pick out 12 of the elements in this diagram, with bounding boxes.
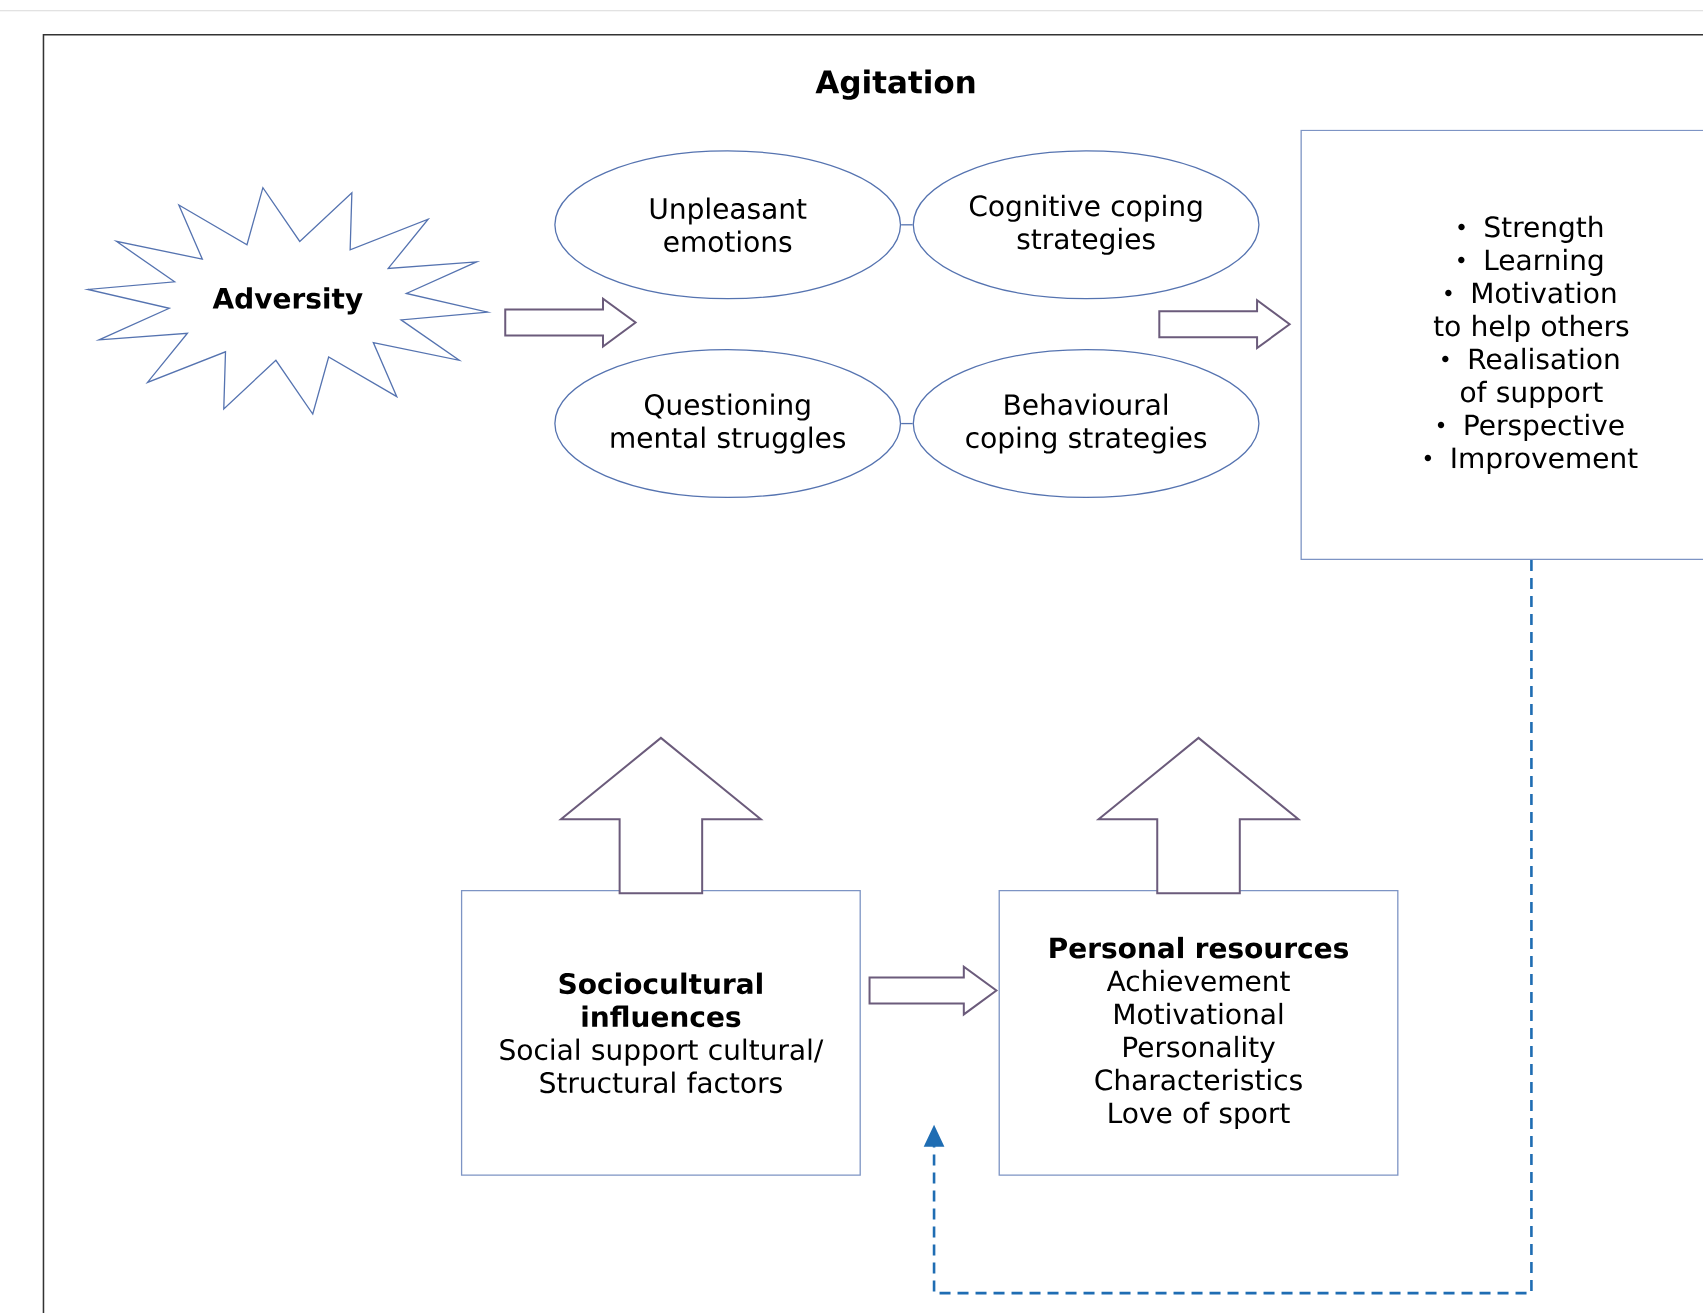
block-arrow bbox=[868, 964, 999, 1017]
block-arrow bbox=[504, 296, 638, 349]
connector-line bbox=[900, 422, 914, 425]
text-box: Personal resources Achievement Motivational Personality Characteristics Love of sport bbox=[998, 889, 1399, 1176]
title: Agitation bbox=[815, 69, 975, 100]
connector-line bbox=[900, 224, 914, 226]
dashed-arrow bbox=[923, 560, 1533, 1295]
block-arrow bbox=[1158, 298, 1292, 351]
block-arrow bbox=[558, 736, 764, 895]
text-box: Sociocultural influences Social support cultural/ Structural factors bbox=[460, 889, 861, 1176]
list-box: Strength Learning Motivation to help others Realisation of support Perspective Improvement bbox=[1300, 129, 1703, 560]
block-arrow bbox=[1095, 736, 1302, 895]
